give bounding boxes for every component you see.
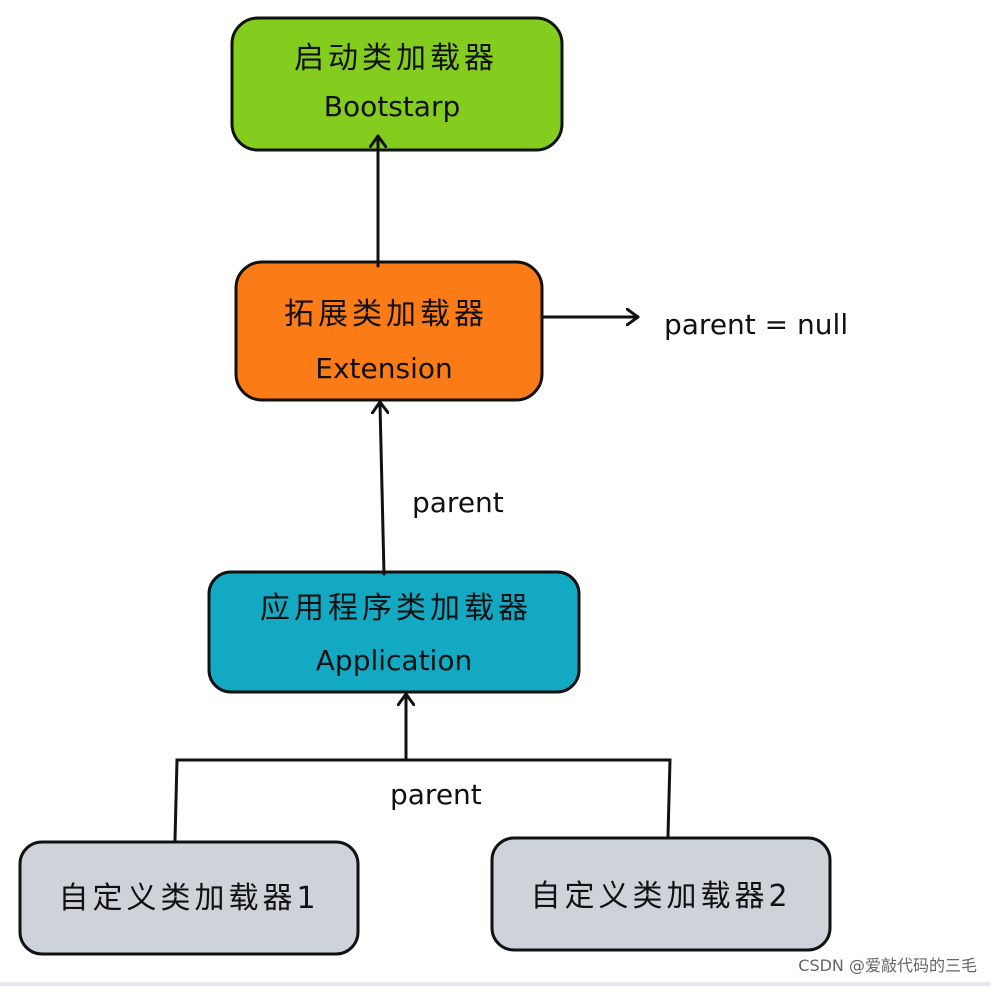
custom1-box <box>18 840 360 956</box>
extension-box <box>234 260 544 402</box>
custom2-node: 自定义类加载器2 <box>490 836 832 952</box>
bootstrap-label-en: Bootstarp <box>324 90 460 123</box>
label-parent-null: parent = null <box>664 308 848 341</box>
bootstrap-node: 启动类加载器 Bootstarp <box>230 16 564 152</box>
bootstrap-label-zh: 启动类加载器 <box>294 41 498 76</box>
custom2-label: 自定义类加载器2 <box>530 879 791 914</box>
custom2-box <box>490 836 832 952</box>
application-node: 应用程序类加载器 Application <box>207 570 581 694</box>
bootstrap-box <box>230 16 564 152</box>
application-box <box>207 570 581 694</box>
label-parent-custom: parent <box>390 778 482 811</box>
arrow-application-to-extension <box>380 404 384 576</box>
custom1-node: 自定义类加载器1 <box>18 840 360 956</box>
custom1-label: 自定义类加载器1 <box>58 881 319 916</box>
application-label-en: Application <box>316 644 472 677</box>
extension-node: 拓展类加载器 Extension <box>234 260 544 402</box>
application-label-zh: 应用程序类加载器 <box>260 591 532 626</box>
connector-custom-loaders <box>173 758 672 842</box>
extension-label-zh: 拓展类加载器 <box>284 297 488 332</box>
watermark-text: CSDN @爱敲代码的三毛 <box>798 956 977 975</box>
label-parent-app: parent <box>412 486 504 519</box>
bottom-strip <box>0 982 991 986</box>
extension-label-en: Extension <box>315 352 452 385</box>
